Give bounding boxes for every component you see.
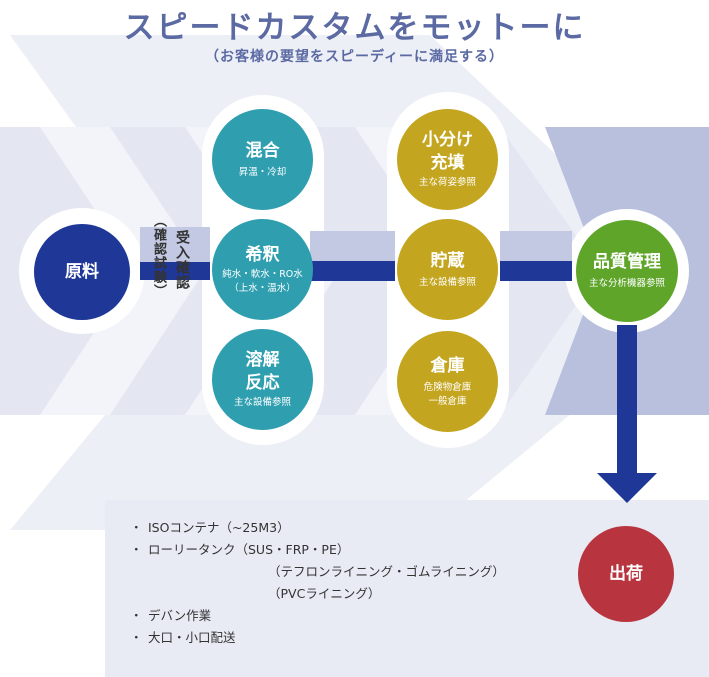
node-filling-sub: 主な荷姿参照: [418, 177, 476, 188]
node-dissolution: 溶解 反応 主な設備参照: [212, 329, 313, 430]
list-item: ・ ISOコンテナ（~25M3）: [130, 517, 505, 539]
list-item-lines: 大口・小口配送: [148, 627, 236, 649]
node-quality-control: 品質管理 主な分析機器参照: [576, 220, 678, 322]
node-filling: 小分け 充填 主な荷姿参照: [397, 109, 498, 210]
list-item: ・大口・小口配送: [130, 627, 505, 649]
node-dilution-sub1: 純水・軟水・RO水: [222, 268, 303, 280]
node-quality-sub: 主な分析機器参照: [588, 278, 665, 289]
list-item-text: ISOコンテナ（~25M3）: [148, 520, 290, 535]
node-warehouse: 倉庫 危険物倉庫 一般倉庫: [397, 331, 498, 432]
pipe-dark-left: [140, 262, 210, 280]
node-dissolution-title1: 溶解: [245, 350, 280, 370]
list-item-lines: ローリータンク（SUS・FRP・PE） （テフロンライニング・ゴムライニング） （P…: [148, 539, 505, 605]
list-item-text: 大口・小口配送: [148, 630, 236, 645]
arrow-down-shaft: [617, 325, 637, 475]
acceptance-paren-label: （確認試験）: [151, 214, 166, 298]
node-filling-title1: 小分け: [422, 130, 473, 150]
pipe-dark-right: [500, 261, 572, 281]
node-mixing-sub: 昇温・冷却: [238, 166, 287, 178]
pipe-dark-mid: [310, 261, 395, 281]
list-item-lines: ISOコンテナ（~25M3）: [148, 517, 290, 539]
node-mixing-title: 混合: [245, 140, 280, 161]
page-title: スピードカスタムをモットーに: [123, 10, 586, 46]
list-item-text: ローリータンク（SUS・FRP・PE）: [148, 542, 350, 557]
acceptance-label: 受入確認: [174, 230, 190, 290]
node-mixing: 混合 昇温・冷却: [212, 109, 313, 210]
page-subtitle: （お客様の要望をスピーディーに満足する）: [204, 49, 505, 65]
arrow-down-head: [597, 473, 657, 503]
node-storage-title: 貯蔵: [430, 250, 465, 271]
node-warehouse-sub2: 一般倉庫: [428, 395, 467, 407]
bullet-marker: ・: [130, 520, 143, 535]
bullet-marker: ・: [130, 542, 143, 557]
node-dissolution-title2: 反応: [245, 373, 280, 393]
node-shipping: 出荷: [578, 526, 674, 622]
node-filling-title2: 充填: [430, 153, 465, 173]
node-dilution-title: 希釈: [245, 244, 280, 265]
node-dissolution-sub: 主な設備参照: [233, 397, 291, 408]
node-dilution: 希釈 純水・軟水・RO水 （上水・温水）: [212, 219, 313, 320]
node-warehouse-title: 倉庫: [430, 355, 465, 376]
node-warehouse-sub1: 危険物倉庫: [423, 381, 472, 393]
list-item-text: デバン作業: [148, 608, 212, 623]
list-item: ・デバン作業: [130, 605, 505, 627]
list-item-lines: デバン作業: [148, 605, 211, 627]
node-raw-material: 原料: [34, 224, 130, 320]
shipping-options-list: ・ISOコンテナ（~25M3）・ローリータンク（SUS・FRP・PE）（テフロン…: [130, 517, 505, 649]
node-quality-title: 品質管理: [593, 252, 661, 272]
node-raw-title: 原料: [65, 261, 99, 282]
list-item-text: （テフロンライニング・ゴムライニング）: [268, 564, 505, 579]
node-dilution-sub2: （上水・温水）: [229, 282, 296, 294]
bullet-marker: ・: [130, 608, 143, 623]
bullet-marker: ・: [130, 630, 143, 645]
node-shipping-title: 出荷: [609, 563, 643, 584]
list-item: ・ローリータンク（SUS・FRP・PE） （テフロンライニング・ゴムライニング） （…: [130, 539, 505, 605]
list-item-text: （PVCライニング）: [268, 586, 381, 601]
node-storage-sub: 主な設備参照: [418, 276, 476, 288]
node-storage: 貯蔵 主な設備参照: [397, 219, 498, 320]
